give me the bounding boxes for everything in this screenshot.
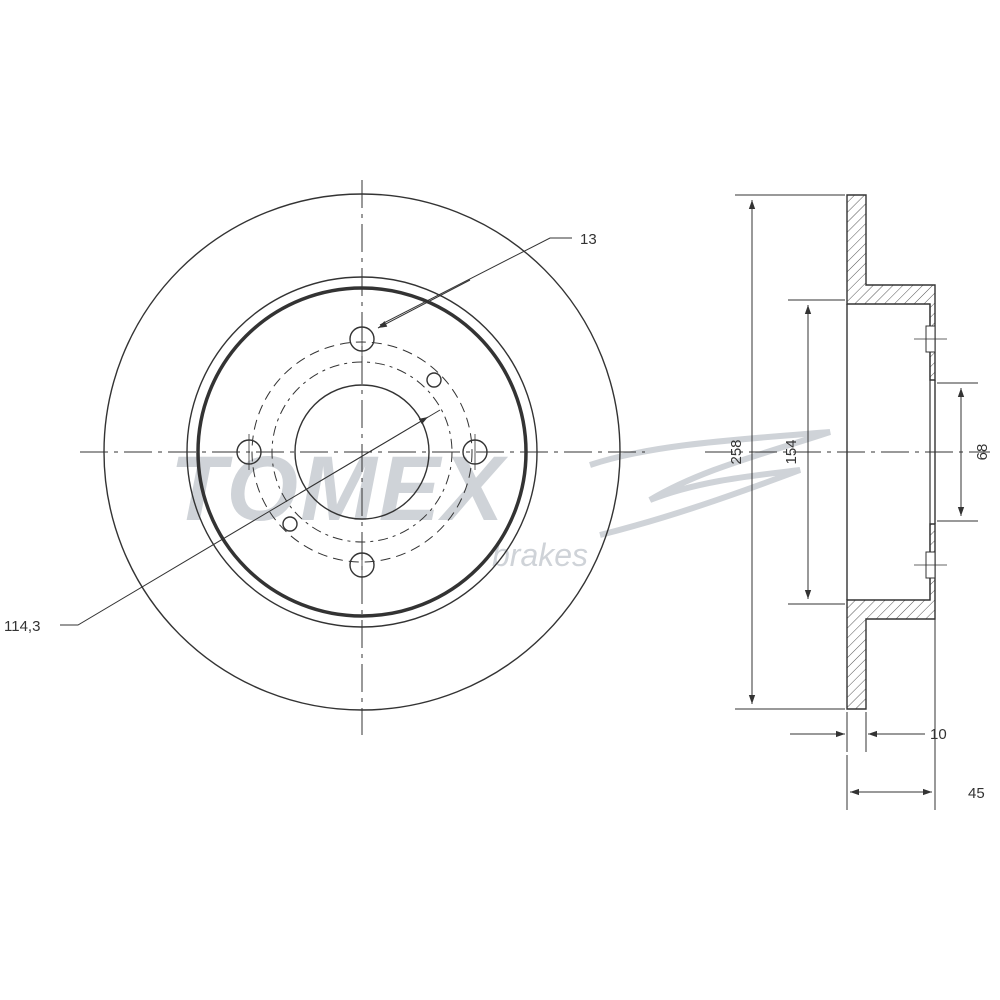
bolt-hole-leader-line [379, 237, 572, 326]
front-view [80, 180, 645, 735]
bolt-hole-diameter-label: 13 [580, 231, 597, 248]
dim-10 [790, 712, 925, 752]
center-bore-label: 68 [974, 444, 991, 461]
section-upper-hatch [846, 194, 936, 381]
disc-outer-edge [103, 193, 621, 711]
dim-258 [735, 194, 845, 710]
watermark: TOMEX brakes [170, 429, 831, 573]
hat-diameter-label: 154 [783, 439, 800, 464]
friction-inner-edge [186, 276, 538, 628]
bolt-hole-leader-arrow [377, 279, 471, 329]
locating-hole-lower [282, 516, 298, 532]
bolt-circle-line [271, 361, 453, 543]
bolt-circle-label: 114,3 [4, 618, 40, 635]
locating-hole-upper [426, 372, 442, 388]
side-section-view [705, 194, 990, 710]
watermark-subtitle: brakes [492, 537, 588, 573]
watermark-brand: TOMEX [170, 438, 508, 540]
watermark-swoosh [589, 429, 831, 538]
outer-diameter-label: 258 [728, 439, 745, 464]
overall-height-label: 45 [968, 785, 985, 802]
bolt-circle-leader [60, 409, 441, 626]
dim-154 [788, 299, 845, 605]
dim-45 [846, 604, 936, 810]
bolt-circle-leader-arrow [299, 416, 429, 494]
hat-edge [196, 286, 528, 618]
bolt-hole-leader [377, 237, 572, 329]
center-bore [294, 384, 430, 520]
dim-68 [937, 382, 978, 522]
disc-thickness-label: 10 [930, 726, 947, 743]
section-lower-hatch [846, 523, 936, 710]
